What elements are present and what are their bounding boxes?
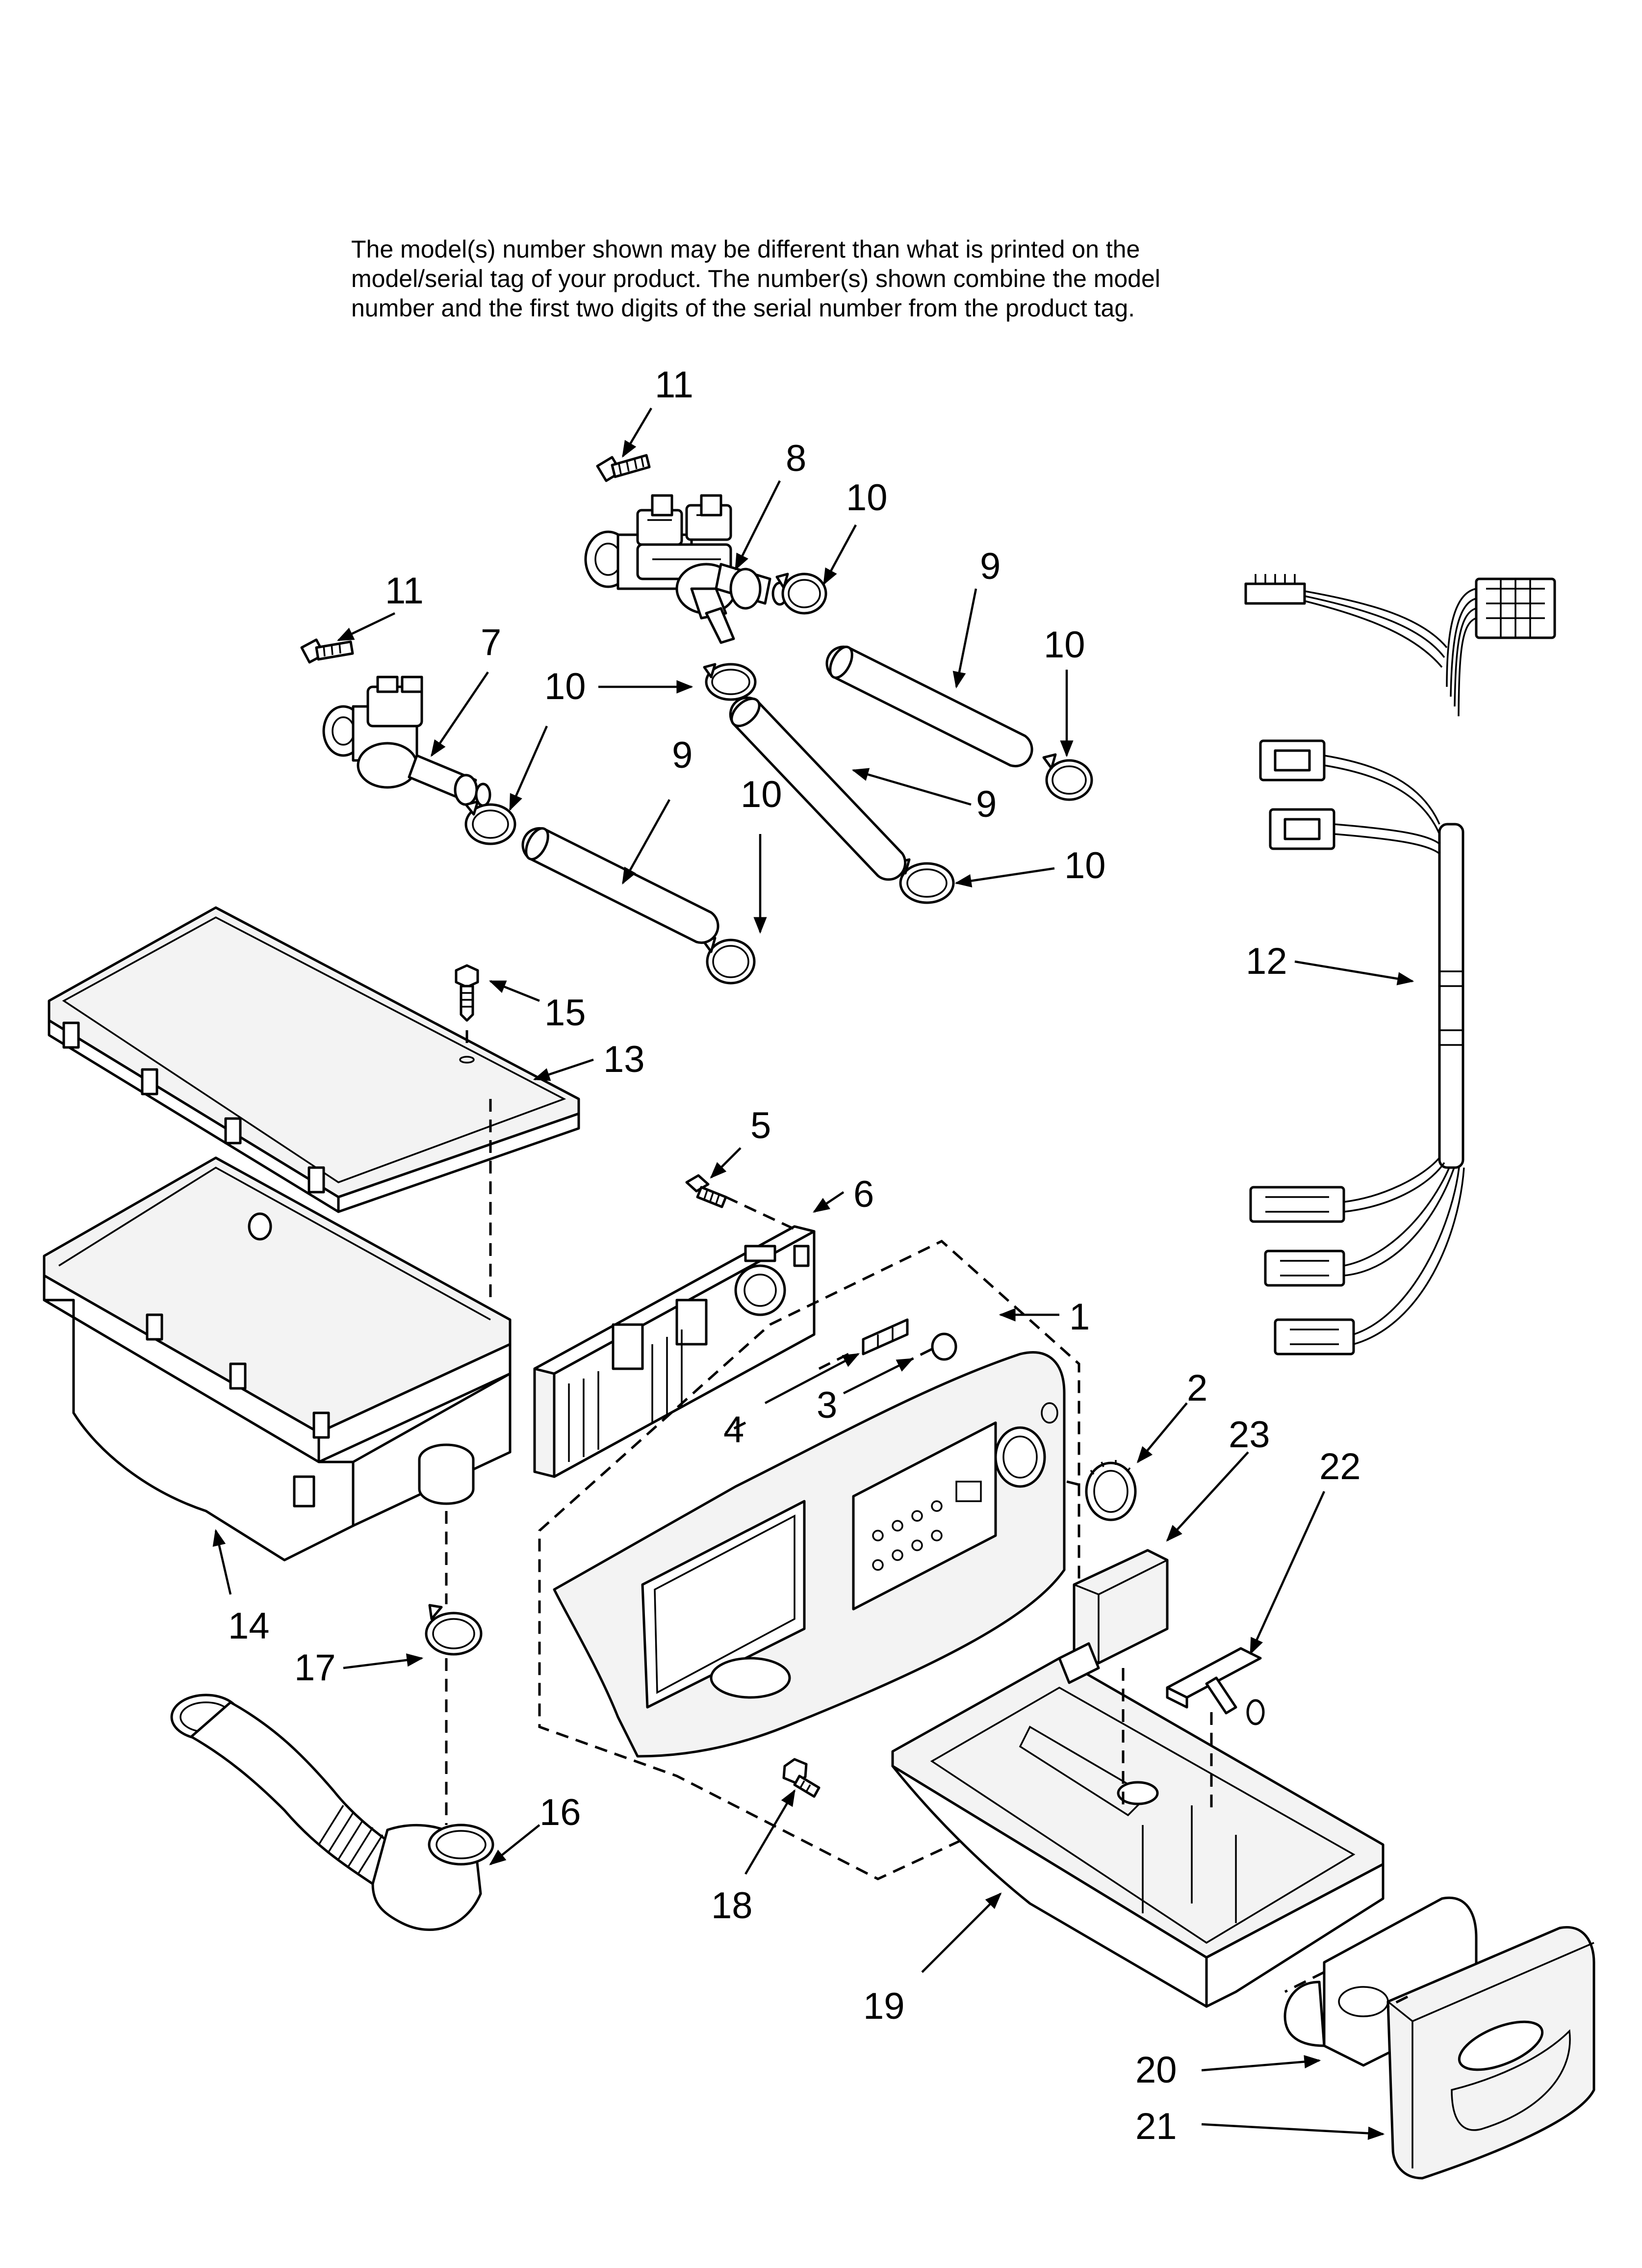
part-12-wire-harness xyxy=(1244,574,1556,1356)
callout-6: 6 xyxy=(853,1173,874,1215)
model-number-note: The model(s) number shown may be differe… xyxy=(351,235,1430,323)
part-10-hose-clamp-e xyxy=(702,937,756,985)
leader-lines xyxy=(212,407,1414,2140)
note-line-3: number and the first two digits of the s… xyxy=(351,294,1135,322)
callout-5: 5 xyxy=(750,1105,771,1147)
part-4-bracket xyxy=(862,1318,909,1356)
part-1-console-panel xyxy=(538,1240,1080,1880)
part-8-double-water-valve xyxy=(584,494,788,644)
callout-3: 3 xyxy=(817,1384,837,1426)
part-19-dispenser-drawer xyxy=(891,1642,1385,2008)
callout-11: 11 xyxy=(655,364,693,406)
part-6-control-board xyxy=(533,1225,816,1478)
callout-15: 15 xyxy=(544,992,586,1034)
callout-8: 8 xyxy=(786,438,806,479)
part-2-knob xyxy=(1085,1460,1137,1521)
callout-19: 19 xyxy=(863,1985,905,2027)
part-11-screw-upper xyxy=(596,454,651,482)
part-10-hose-clamp-b xyxy=(703,663,757,701)
callout-18: 18 xyxy=(711,1885,753,1927)
callout-17: 17 xyxy=(294,1647,336,1689)
callout-23: 23 xyxy=(1229,1414,1270,1456)
part-11-screw-lower xyxy=(300,638,354,664)
note-line-2: model/serial tag of your product. The nu… xyxy=(351,265,1160,292)
callout-4: 4 xyxy=(723,1409,744,1451)
part-10-hose-clamp-d xyxy=(1042,753,1093,801)
callout-12: 12 xyxy=(1246,940,1287,982)
callout-16: 16 xyxy=(539,1792,581,1833)
note-line-1: The model(s) number shown may be differe… xyxy=(351,235,1140,263)
callout-7: 7 xyxy=(481,622,501,663)
part-15-screw xyxy=(455,964,479,1064)
part-3-button xyxy=(931,1332,957,1361)
part-17-clamp xyxy=(425,1604,483,1656)
part-18-screw xyxy=(782,1758,821,1798)
callout-14: 14 xyxy=(228,1605,270,1647)
callout-20: 20 xyxy=(1135,2049,1177,2091)
callout-13: 13 xyxy=(603,1039,645,1080)
callout-1: 1 xyxy=(1069,1296,1090,1338)
part-21-drawer-handle xyxy=(1386,1926,1595,2180)
callout-10: 10 xyxy=(741,774,782,815)
callout-22: 22 xyxy=(1319,1446,1361,1487)
part-10-hose-clamp-a xyxy=(775,573,827,615)
callout-9: 9 xyxy=(672,734,693,776)
part-13-dispenser-lid xyxy=(48,906,580,1213)
callout-9: 9 xyxy=(976,783,997,825)
callout-10: 10 xyxy=(1044,624,1085,666)
callout-10: 10 xyxy=(544,666,586,707)
part-9-hose-b xyxy=(729,696,907,881)
part-14-dispenser-housing xyxy=(43,1156,512,1562)
part-9-hose-c xyxy=(521,827,719,944)
callout-2: 2 xyxy=(1187,1367,1207,1409)
callout-9: 9 xyxy=(980,546,1001,587)
part-22-bracket xyxy=(1166,1647,1265,1725)
part-5-screw xyxy=(685,1174,727,1208)
part-7-single-water-valve xyxy=(322,676,491,807)
part-9-hose-a xyxy=(825,645,1033,768)
callout-labels: 11 8 10 9 10 11 7 10 9 10 9 10 12 15 13 … xyxy=(228,364,1361,2147)
part-10-hose-clamp-c xyxy=(464,800,516,845)
part-16-bellows-hose xyxy=(170,1694,494,1931)
callout-21: 21 xyxy=(1135,2106,1177,2147)
callout-10: 10 xyxy=(846,477,888,519)
callout-11: 11 xyxy=(385,570,424,612)
callout-10: 10 xyxy=(1064,845,1106,886)
